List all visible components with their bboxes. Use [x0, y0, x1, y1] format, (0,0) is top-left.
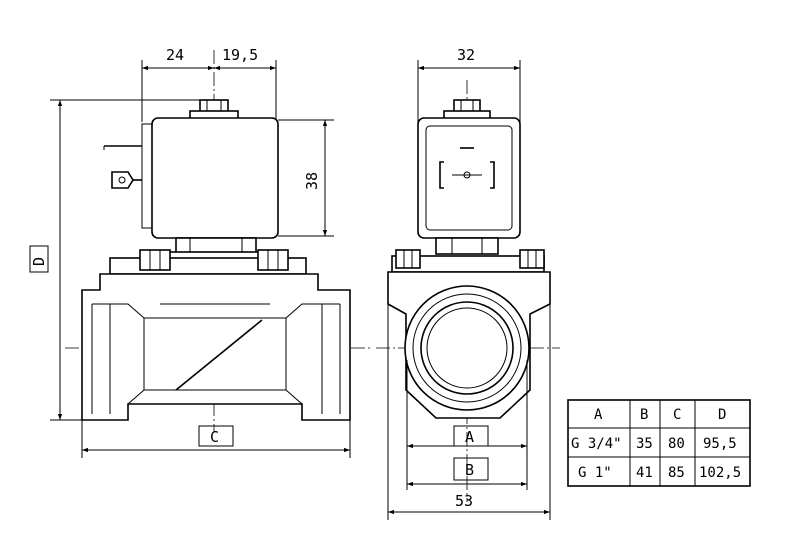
dim-d-label: D — [30, 257, 48, 266]
table-header-b: B — [640, 407, 648, 423]
table-cell: 95,5 — [703, 436, 737, 452]
table-header-c: C — [673, 407, 681, 423]
port-inner — [420, 301, 514, 395]
dim-32-label: 32 — [457, 46, 475, 64]
dim-24-label: 24 — [166, 46, 184, 64]
table-cell: 41 — [636, 465, 653, 481]
dim-19-5-label: 19,5 — [222, 46, 258, 64]
size-table: A B C D G 3/4" 35 80 95,5 G 1" 41 85 102… — [567, 399, 751, 487]
table-cell: 80 — [668, 436, 685, 452]
dim-38-label: 38 — [303, 172, 321, 190]
connector-tab — [111, 171, 134, 189]
table-header-a: A — [594, 407, 603, 423]
bolt-right — [257, 249, 289, 271]
table-cell: G 1" — [578, 465, 612, 481]
side-view: 24 19,5 38 — [29, 46, 372, 458]
table-cell: 85 — [668, 465, 685, 481]
table-cell: 102,5 — [699, 465, 741, 481]
solenoid-coil — [151, 117, 279, 239]
valve-body — [81, 273, 351, 421]
front-view: 32 — [376, 46, 560, 520]
dim-53-label: 53 — [455, 492, 473, 510]
dim-c-label: C — [210, 428, 219, 446]
port-outer — [404, 285, 530, 411]
dim-b-label: B — [465, 461, 474, 479]
bolt-left — [139, 249, 171, 271]
coil-front — [417, 117, 521, 239]
table-header-d: D — [718, 407, 726, 423]
table-cell: 35 — [636, 436, 653, 452]
table-cell: G 3/4" — [571, 436, 622, 452]
top-nut — [199, 99, 229, 113]
dim-a-label: A — [465, 428, 474, 446]
